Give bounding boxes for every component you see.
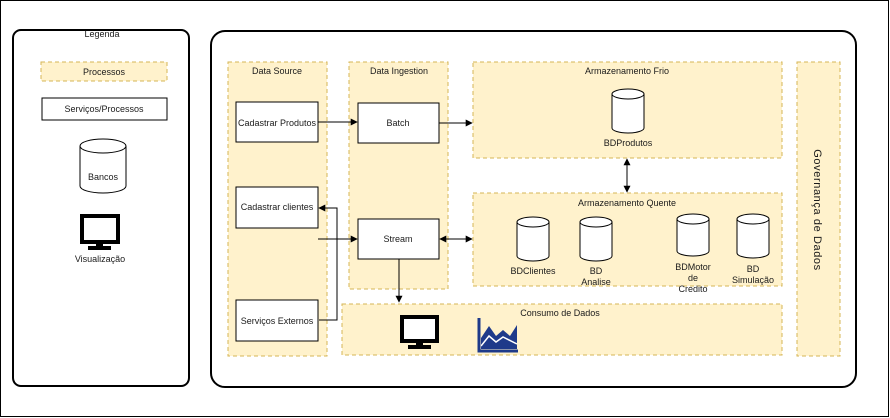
- batch-box: [357, 102, 440, 144]
- legend-processes-label: Processos: [83, 67, 126, 77]
- bd-simulacao-label-line1: BD: [747, 264, 760, 274]
- cold-storage-title: Armazenamento Frio: [585, 66, 669, 76]
- bd-analise-label-line1: BD: [590, 266, 603, 276]
- governance-zone: [796, 61, 841, 357]
- bd-analise-label-line2: Analise: [581, 277, 611, 287]
- bdprodutos-label: BDProdutos: [604, 138, 653, 148]
- line-externos-to-stream: [319, 239, 338, 321]
- hot-storage-title: Armazenamento Quente: [578, 198, 676, 208]
- bdmotor-label-line1: BDMotor: [675, 262, 711, 272]
- cadastrar-clientes-label: Cadastrar clientes: [241, 202, 314, 212]
- legend-services-label: Serviços/Processos: [64, 104, 144, 114]
- governance-title: Governança de Dados: [811, 149, 823, 270]
- bd-simulacao-database-icon: [736, 213, 770, 259]
- bdmotor-label-line3: Credito: [678, 284, 707, 294]
- architecture-panel: Data Source Data Ingestion Armazenamento…: [210, 30, 857, 388]
- area-chart-icon: [477, 318, 518, 353]
- stream-label: Stream: [383, 234, 412, 244]
- bd-analise-database-icon: [579, 216, 613, 262]
- servicos-externos-label: Serviços Externos: [241, 316, 314, 326]
- legend-monitor-icon: [80, 214, 120, 250]
- bdmotor-label-line2: de: [688, 273, 698, 283]
- consumption-monitor-icon: [400, 315, 439, 349]
- cadastrar-clientes-box: [235, 186, 319, 229]
- servicos-externos-box: [235, 299, 319, 342]
- legend-panel: Legenda Processos Serviços/Processos Ban…: [12, 29, 190, 387]
- stream-box: [357, 218, 440, 260]
- data-ingestion-title: Data Ingestion: [370, 66, 428, 76]
- legend-database-icon: [79, 138, 127, 194]
- cadastrar-produtos-box: [235, 101, 319, 143]
- legend-frame: [12, 29, 190, 387]
- bd-simulacao-label-line2: Simulação: [732, 275, 774, 285]
- batch-label: Batch: [386, 118, 409, 128]
- cadastrar-produtos-label: Cadastrar Produtos: [238, 118, 317, 128]
- bdprodutos-database-icon: [611, 88, 645, 134]
- bdclientes-database-icon: [516, 216, 550, 262]
- legend-visualization-label: Visualização: [75, 254, 125, 264]
- legend-title: Legenda: [84, 29, 119, 39]
- arrow-stream-to-clientes: [318, 204, 338, 239]
- bdclientes-label: BDClientes: [510, 266, 556, 276]
- legend-services-box: [41, 97, 168, 121]
- legend-processes-box: [40, 61, 168, 82]
- data-source-title: Data Source: [252, 66, 302, 76]
- consumption-title: Consumo de Dados: [520, 308, 600, 318]
- legend-database-label: Bancos: [88, 172, 119, 182]
- bdmotor-database-icon: [676, 213, 710, 257]
